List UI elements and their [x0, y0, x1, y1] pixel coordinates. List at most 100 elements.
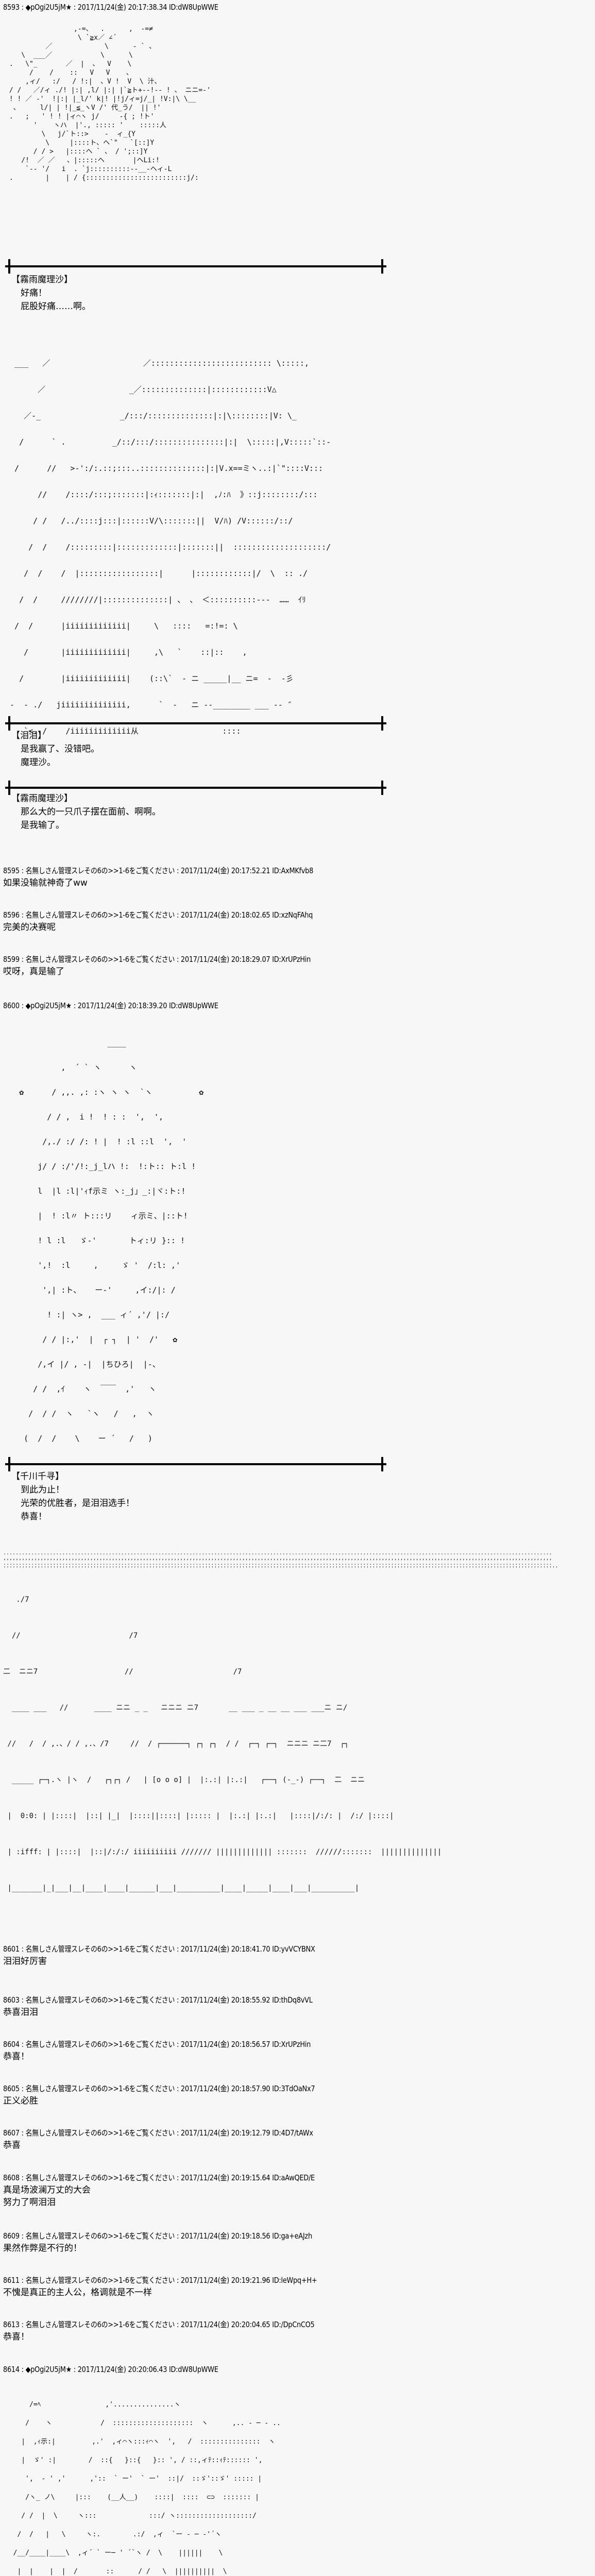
post-header-8607: 8607 : 名無しさん管理スレその6の>>1-6をご覧ください : 2017/… [3, 2128, 313, 2138]
poster-id[interactable]: ID:aAwQED/E [272, 2173, 315, 2182]
post-date: 2017/11/24(金) 20:19:21.96 [180, 2276, 270, 2285]
ascii-art-claw-scene: ___ ／ ／:::::::::::::::::::::::::: \:::::… [10, 359, 331, 736]
dialogue-marisa-2: 【霧雨魔理沙】 那么大的一只爪子摆在面前、啊啊。 是我输了。 [11, 792, 161, 832]
post-number[interactable]: 8604 [3, 2040, 20, 2049]
post-date: 2017/11/24(金) 20:18:57.90 [180, 2084, 270, 2093]
dialogue-marisa-1: 【霧雨魔理沙】 好痛！ 屁股好痛……啊。 [11, 273, 91, 313]
divider [5, 1457, 386, 1471]
divider [5, 716, 386, 731]
poster-id[interactable]: ID:xzNqFAhq [272, 910, 313, 920]
post-number[interactable]: 8608 [3, 2173, 20, 2182]
post-body-8601: 泪泪好厉害 [3, 1956, 47, 1967]
post-header-8613: 8613 : 名無しさん管理スレその6の>>1-6をご覧ください : 2017/… [3, 2320, 315, 2329]
poster-name: 名無しさん管理スレその6の>>1-6をご覧ください [25, 2231, 175, 2241]
post-date: 2017/11/24(金) 20:18:56.57 [180, 2040, 270, 2049]
post-body-8599: 哎呀，真是输了 [3, 967, 64, 977]
post-header-8595: 8595 : 名無しさん管理スレその6の>>1-6をご覧ください : 2017/… [3, 866, 314, 875]
post-date: 2017/11/24(金) 20:18:55.92 [180, 1995, 270, 2005]
poster-name: 名無しさん管理スレその6の>>1-6をご覧ください [25, 2040, 175, 2049]
post-number[interactable]: 8599 [3, 955, 20, 964]
post-body-8595: 如果没输就神奇了ww [3, 878, 88, 888]
poster-id[interactable]: ID:/DpCnCO5 [272, 2320, 315, 2329]
post-number[interactable]: 8596 [3, 910, 20, 920]
dialogue-line: 恭喜！ [21, 1512, 47, 1522]
post-body-8603: 恭喜泪泪 [3, 2007, 38, 2018]
post-date: 2017/11/24(金) 20:20:06.43 [77, 2365, 167, 2374]
divider [5, 781, 386, 795]
post-number[interactable]: 8607 [3, 2128, 20, 2138]
post-body-8608: 真是场波澜万丈的大会 努力了啊泪泪 [3, 2185, 91, 2208]
poster-id[interactable]: ID:dW8UpWWE [168, 1001, 218, 1010]
dialogue-line: 光荣的优胜者，是泪泪选手！ [21, 1498, 134, 1509]
post-number[interactable]: 8601 [3, 1944, 20, 1954]
ascii-art-chihiro: ____ , ´ ` ヽ ヽ ✿ / ,,. ,: :ヽ ヽ ヽ `ヽ ✿ / … [19, 1038, 204, 1443]
post-body-8613: 恭喜！ [3, 2332, 29, 2342]
post-body-8609: 果然作弊是不行的！ [3, 2243, 82, 2253]
post-body-8611: 不愧是真正的主人公，格调就是不一样 [3, 2287, 152, 2298]
dialogue-line: 到此为止！ [21, 1485, 64, 1495]
poster-id[interactable]: ID:dW8UpWWE [168, 3, 218, 12]
poster-id[interactable]: ID:leWpq+H+ [272, 2276, 317, 2285]
poster-id[interactable]: ID:yvVCYBNX [272, 1944, 315, 1954]
dialogue-ruirui: 【泪泪】 是我赢了、没错吧。 魔理沙。 [11, 729, 99, 769]
speaker-name: 【泪泪】 [11, 731, 46, 741]
post-header-8599: 8599 : 名無しさん管理スレその6の>>1-6をご覧ください : 2017/… [3, 955, 311, 964]
poster-name: 名無しさん管理スレその6の>>1-6をご覧ください [25, 2320, 175, 2329]
poster-name: 名無しさん管理スレその6の>>1-6をご覧ください [25, 2173, 175, 2182]
ascii-art-stadium: ./7 // /7 二 ニニ7 // /7 ____ ___ // ____ ニ… [3, 1596, 442, 1892]
poster-name: 名無しさん管理スレその6の>>1-6をご覧ください [25, 1995, 175, 2005]
post-date: 2017/11/24(金) 20:20:04.65 [180, 2320, 270, 2329]
poster-name: 名無しさん管理スレその6の>>1-6をご覧ください [25, 2128, 175, 2138]
dialogue-chihiro: 【千川千寻】 到此为止！ 光荣的优胜者，是泪泪选手！ 恭喜！ [11, 1470, 134, 1523]
post-number[interactable]: 8600 [3, 1001, 20, 1010]
post-number[interactable]: 8611 [3, 2276, 20, 2285]
poster-id[interactable]: ID:dW8UpWWE [168, 2365, 218, 2374]
poster-id[interactable]: ID:AxMKfvb8 [272, 866, 314, 875]
poster-id[interactable]: ID:thDq8vVL [272, 1995, 313, 2005]
post-header-8601: 8601 : 名無しさん管理スレその6の>>1-6をご覧ください : 2017/… [3, 1944, 315, 1954]
post-body-8607: 恭喜 [3, 2140, 21, 2150]
post-number[interactable]: 8609 [3, 2231, 20, 2241]
poster-id[interactable]: ID:XrUPzHin [272, 2040, 311, 2049]
post-body-8604: 恭喜！ [3, 2052, 29, 2062]
post-header-8611: 8611 : 名無しさん管理スレその6の>>1-6をご覧ください : 2017/… [3, 2276, 317, 2285]
post-number[interactable]: 8593 [3, 3, 20, 12]
poster-name: ◆pOgi2U5jM★ [25, 1001, 72, 1010]
post-number[interactable]: 8595 [3, 866, 20, 875]
poster-id[interactable]: ID:ga+eAJzh [272, 2231, 312, 2241]
dialogue-line: 屁股好痛……啊。 [21, 301, 91, 312]
speaker-name: 【千川千寻】 [11, 1471, 64, 1482]
post-header-8604: 8604 : 名無しさん管理スレその6の>>1-6をご覧ください : 2017/… [3, 2040, 311, 2049]
poster-id[interactable]: ID:XrUPzHin [272, 955, 311, 964]
post-date: 2017/11/24(金) 20:19:18.56 [180, 2231, 270, 2241]
post-number[interactable]: 8613 [3, 2320, 20, 2329]
post-header-8600: 8600 : ◆pOgi2U5jM★ : 2017/11/24(金) 20:18… [3, 1001, 218, 1010]
poster-id[interactable]: ID:4D7/tAWx [272, 2128, 313, 2138]
poster-name: ◆pOgi2U5jM★ [25, 3, 72, 12]
post-date: 2017/11/24(金) 20:18:41.70 [180, 1944, 270, 1954]
dialogue-line: 魔理沙。 [21, 757, 56, 768]
ascii-art-marisa-falling: ,-=、 . , -=≠ \ `≧x／ ∠´ ／ \ - ` 、 \ ___／ … [9, 25, 211, 182]
post-number[interactable]: 8603 [3, 1995, 20, 2005]
post-header-8609: 8609 : 名無しさん管理スレその6の>>1-6をご覧ください : 2017/… [3, 2231, 312, 2241]
poster-id[interactable]: ID:3TdOaNx7 [272, 2084, 315, 2093]
post-body-8605: 正义必胜 [3, 2096, 38, 2106]
poster-name: 名無しさん管理スレその6の>>1-6をご覧ください [25, 2276, 175, 2285]
poster-name: 名無しさん管理スレその6の>>1-6をご覧ください [25, 910, 175, 920]
poster-name: 名無しさん管理スレその6の>>1-6をご覧ください [25, 955, 175, 964]
post-number[interactable]: 8614 [3, 2365, 20, 2374]
ascii-art-audience: /=ﾍ ,'...............ヽ / ヽ / :::::::::::… [13, 2401, 281, 2575]
post-date: 2017/11/24(金) 20:18:39.20 [77, 1001, 167, 1010]
post-date: 2017/11/24(金) 20:19:15.64 [180, 2173, 270, 2182]
post-body-8596: 完美的决赛呢 [3, 922, 56, 933]
post-header-8603: 8603 : 名無しさん管理スレその6の>>1-6をご覧ください : 2017/… [3, 1995, 313, 2005]
dialogue-line: 是我输了。 [21, 820, 64, 831]
post-number[interactable]: 8605 [3, 2084, 20, 2093]
post-header-8605: 8605 : 名無しさん管理スレその6の>>1-6をご覧ください : 2017/… [3, 2084, 315, 2093]
post-date: 2017/11/24(金) 20:19:12.79 [180, 2128, 270, 2138]
speaker-name: 【霧雨魔理沙】 [11, 275, 73, 285]
post-date: 2017/11/24(金) 20:18:29.07 [180, 955, 270, 964]
dialogue-line: 那么大的一只爪子摆在面前、啊啊。 [21, 807, 161, 817]
post-header-8614: 8614 : ◆pOgi2U5jM★ : 2017/11/24(金) 20:20… [3, 2365, 218, 2374]
post-header-8596: 8596 : 名無しさん管理スレその6の>>1-6をご覧ください : 2017/… [3, 910, 313, 920]
